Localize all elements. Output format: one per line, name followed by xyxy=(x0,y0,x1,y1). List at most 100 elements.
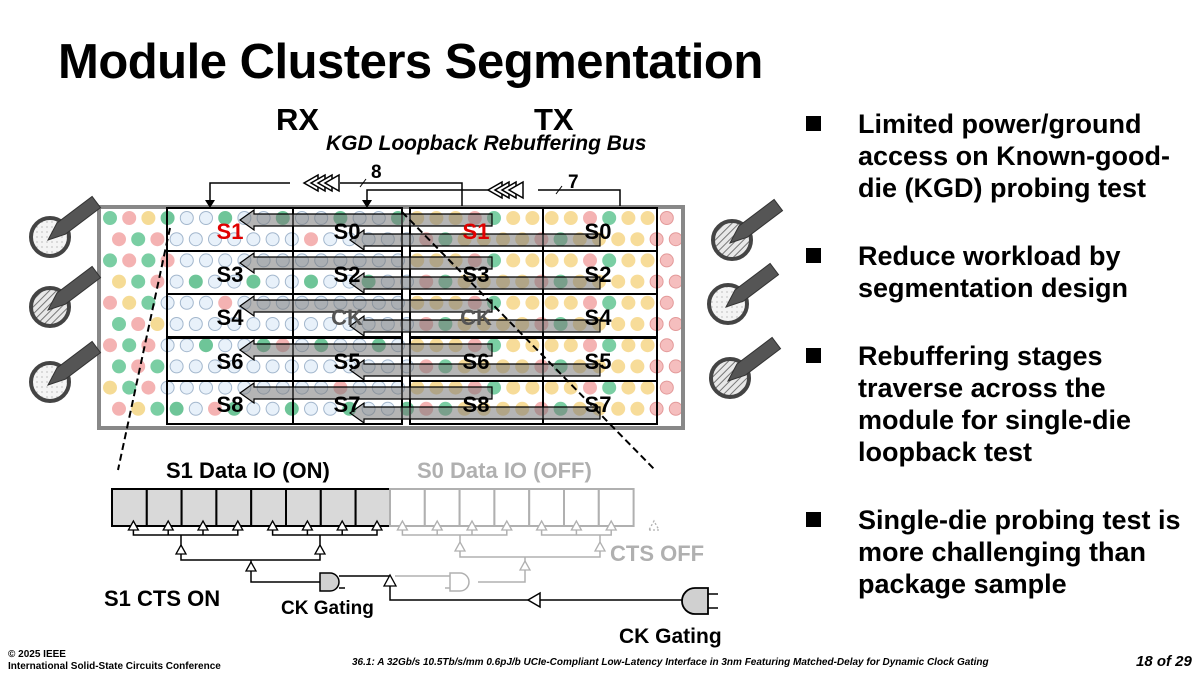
bump-dot xyxy=(611,401,626,416)
bus-label: KGD Loopback Rebuffering Bus xyxy=(326,132,646,155)
loopback-bus xyxy=(205,173,621,208)
bump-dot xyxy=(179,295,194,310)
clock-buffer-icon xyxy=(647,519,661,531)
s1-io-cell xyxy=(215,488,253,527)
bus-slash xyxy=(555,185,563,195)
bump-dot xyxy=(208,317,222,331)
bump-dot xyxy=(583,211,597,225)
bullet-square-icon xyxy=(806,512,821,527)
rebuffer-arrow-icon xyxy=(238,338,493,362)
s1-io-cell xyxy=(111,488,148,527)
and-gate-off-icon xyxy=(449,572,470,592)
clock-wire xyxy=(271,530,378,536)
bump-dot xyxy=(265,401,280,416)
bump-dot xyxy=(611,317,626,331)
bump-dot xyxy=(323,274,338,289)
bullet-item: Rebuffering stages traverse across the m… xyxy=(806,340,1196,468)
clock-buffer-icon xyxy=(453,540,467,552)
rx-label: RX xyxy=(276,102,319,137)
s0-io-label: S0 Data IO (OFF) xyxy=(417,458,592,483)
bullet-square-icon xyxy=(806,116,821,131)
bump-dot xyxy=(525,253,540,268)
bump-dot xyxy=(506,295,521,310)
bump-dot xyxy=(323,359,338,374)
s1-io-cell xyxy=(145,488,183,527)
clock-buffer-icon xyxy=(518,559,532,571)
bump-dot xyxy=(563,211,578,225)
bump-dot xyxy=(103,295,117,310)
bump-dot xyxy=(141,211,156,225)
bump-dot xyxy=(304,317,318,331)
bump-dot xyxy=(304,401,318,416)
tx-cell-label: CK xyxy=(460,305,492,330)
bump-dot xyxy=(304,359,318,374)
s1-io-label: S1 Data IO (ON) xyxy=(166,458,330,483)
bus-width-rx: 8 xyxy=(371,162,382,183)
tx-cell-label: S4 xyxy=(585,305,613,330)
paper-title: 36.1: A 32Gb/s 10.5Tb/s/mm 0.6pJ/b UCIe-… xyxy=(352,657,989,668)
bump-dot xyxy=(544,338,559,353)
s1-io-cell xyxy=(319,488,357,527)
bump-dot xyxy=(659,338,674,353)
bump-dot xyxy=(199,380,213,395)
bump-dot xyxy=(640,338,655,353)
s0-io-cell xyxy=(597,488,635,527)
tx-cell-label: S8 xyxy=(463,392,490,417)
bump-dot xyxy=(544,253,559,268)
bump-dot xyxy=(208,232,222,247)
bump-dot xyxy=(304,274,318,289)
bump-dot xyxy=(323,317,338,331)
s0-io-cell xyxy=(528,488,566,527)
bump-dot xyxy=(246,232,261,247)
rebuffer-arrow-icon xyxy=(238,381,493,405)
bump-dot xyxy=(103,211,117,225)
clock-wire xyxy=(250,571,320,583)
bump-dot xyxy=(621,253,636,268)
bump-dot xyxy=(284,359,299,374)
bump-dot xyxy=(246,317,261,331)
bus-line-tx xyxy=(538,189,621,206)
bump-dot xyxy=(179,338,194,353)
bump-dot xyxy=(199,295,213,310)
rx-cell-label: S6 xyxy=(217,349,244,374)
bump-dot xyxy=(640,380,655,395)
s0-io-cell xyxy=(389,488,426,527)
bump-dot xyxy=(563,338,578,353)
clock-wire xyxy=(478,570,526,583)
bump-dot xyxy=(179,211,194,225)
rx-cell-label: S4 xyxy=(217,305,245,330)
bump-dot xyxy=(122,338,137,353)
bump-dot xyxy=(265,317,280,331)
bump-dot xyxy=(668,359,683,374)
bump-dot xyxy=(265,274,280,289)
bullet-square-icon xyxy=(806,348,821,363)
rebuffer-arrow-icon xyxy=(348,314,601,338)
cts-off-label: CTS OFF xyxy=(610,541,704,566)
rebuffer-arrow-icon xyxy=(238,251,493,275)
rebuffer-arrow-icon xyxy=(348,271,601,295)
bump-dot xyxy=(659,380,674,395)
tx-cell-label: S3 xyxy=(463,262,490,287)
s0-io-cell xyxy=(458,488,496,527)
bus-slash xyxy=(359,178,367,188)
bump-dot xyxy=(141,253,156,268)
bump-dot xyxy=(668,274,683,289)
bump-dot xyxy=(103,380,117,395)
bump-dot xyxy=(668,401,683,416)
bump-dot xyxy=(544,295,559,310)
bump-dot xyxy=(602,253,617,268)
bump-dot xyxy=(659,211,674,225)
tx-cell-label: S2 xyxy=(585,262,612,287)
conference-name: International Solid-State Circuits Confe… xyxy=(8,661,221,672)
bump-dot xyxy=(188,401,203,416)
zoom-line-right xyxy=(401,211,656,471)
data-io-block xyxy=(111,488,718,615)
rebuffer-arrow-icon xyxy=(238,294,493,318)
bump-dot xyxy=(218,253,233,268)
bump-dot xyxy=(150,359,165,374)
bump-dot xyxy=(199,338,213,353)
bump-dot xyxy=(131,232,146,247)
bump-dot xyxy=(284,401,299,416)
bump-dot xyxy=(668,232,683,247)
s1-io-cell xyxy=(180,488,218,527)
